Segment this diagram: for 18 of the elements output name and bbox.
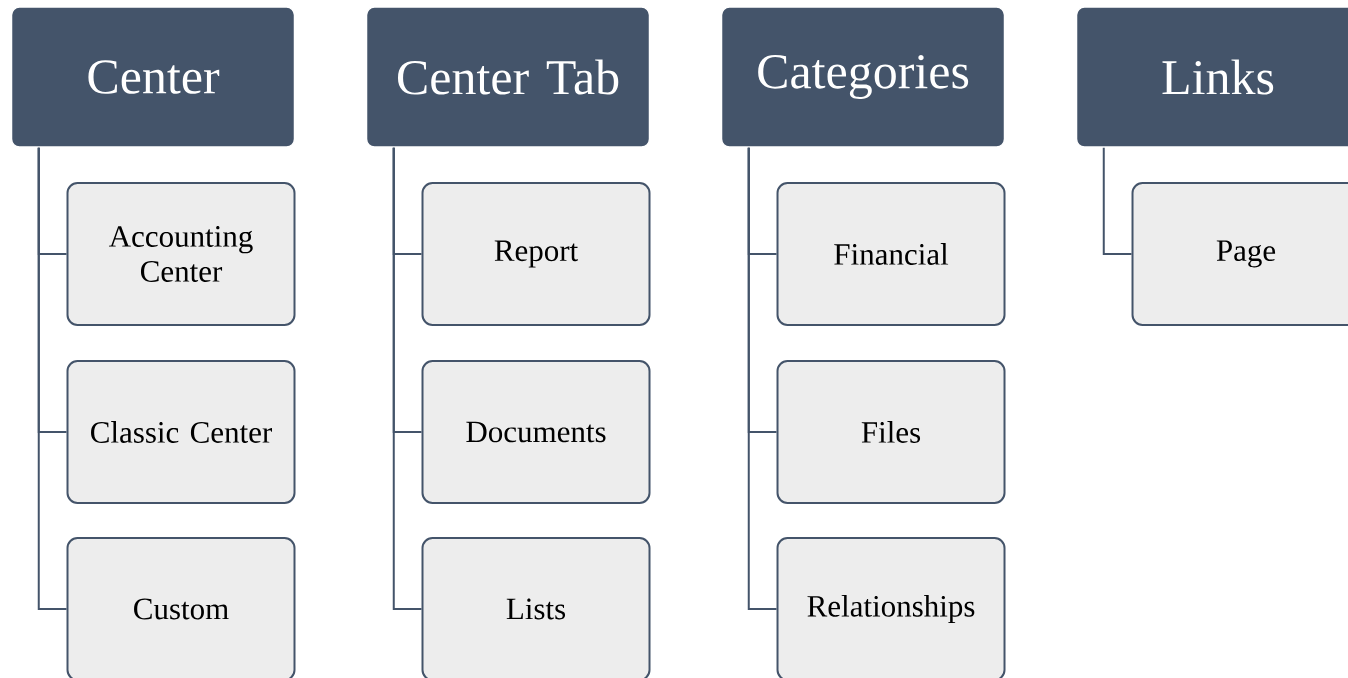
header-box: Links <box>1075 6 1348 148</box>
child-box: Files <box>776 360 1006 504</box>
connector-line <box>747 146 778 610</box>
header-box: Categories <box>720 6 1006 148</box>
child-box: Financial <box>776 182 1006 326</box>
connector-line <box>392 146 423 610</box>
child-box: Classic Center <box>66 360 296 504</box>
child-box: Lists <box>421 537 651 678</box>
child-box: Accounting Center <box>66 182 296 326</box>
child-box: Page <box>1131 182 1348 326</box>
connector-line <box>37 146 68 610</box>
connector-line <box>1102 146 1133 255</box>
child-box: Report <box>421 182 651 326</box>
child-box: Relationships <box>776 537 1006 678</box>
header-box: Center Tab <box>365 6 651 148</box>
child-box: Custom <box>66 537 296 678</box>
child-box: Documents <box>421 360 651 504</box>
header-box: Center <box>10 6 296 148</box>
